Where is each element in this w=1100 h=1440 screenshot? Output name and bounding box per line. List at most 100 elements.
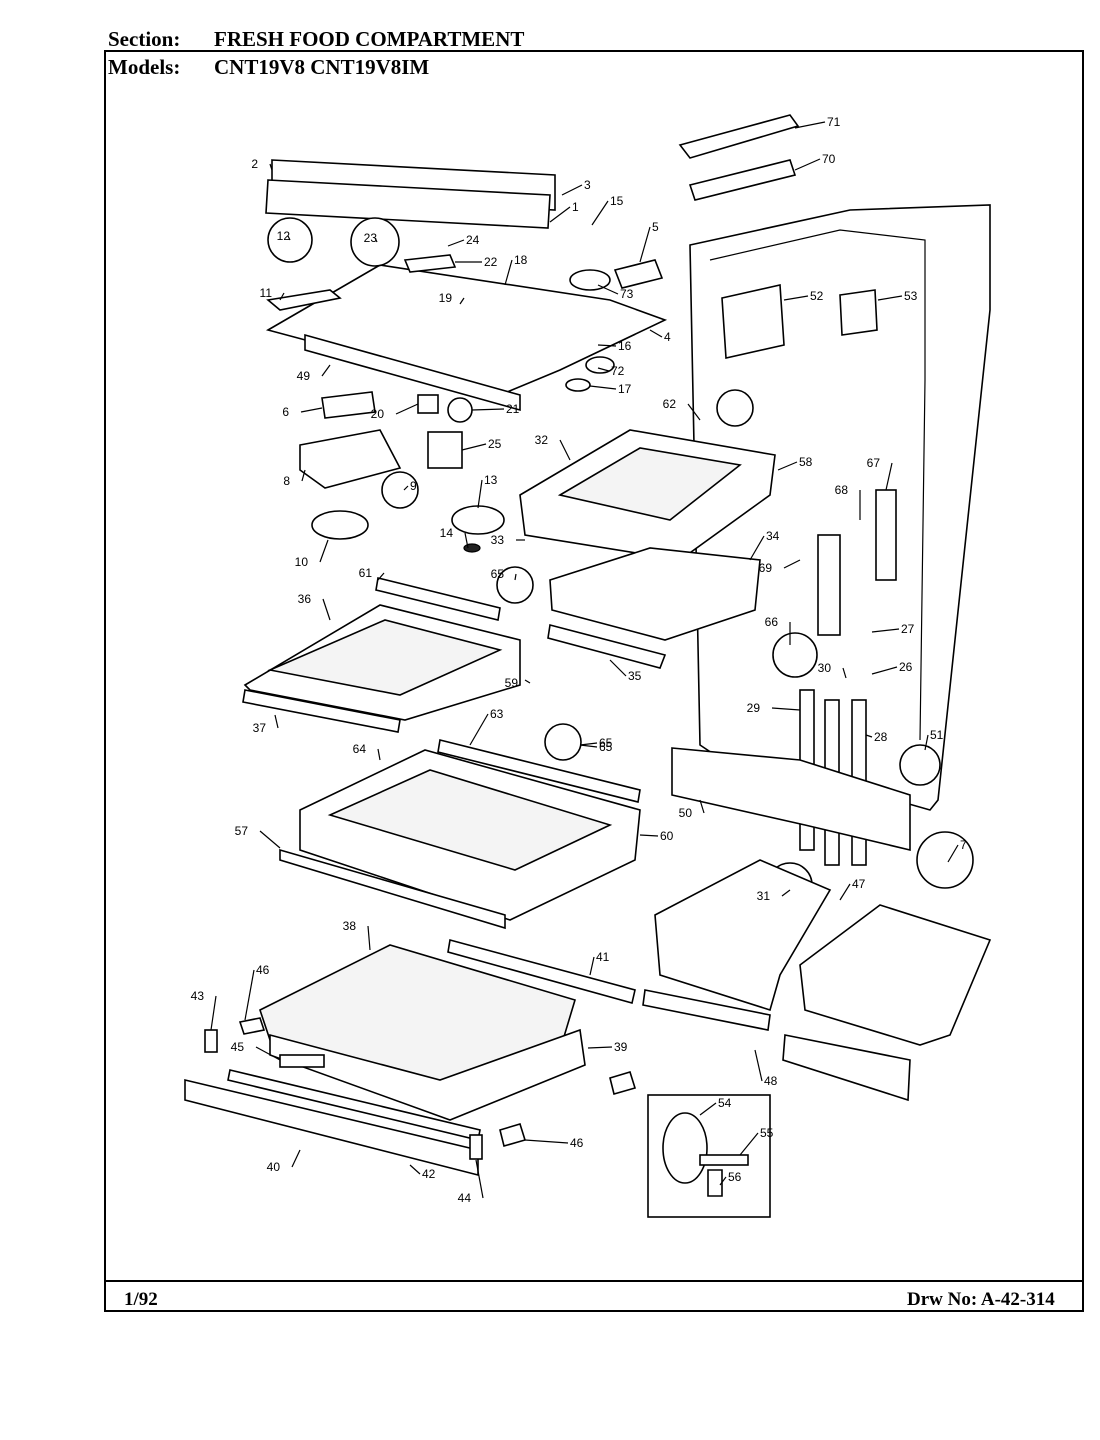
callout-9: 9: [410, 479, 417, 493]
leader-line-12: [287, 235, 291, 241]
leader-line-26: [871, 666, 898, 675]
shelf-trim-37: [242, 689, 401, 733]
knob-72: [585, 356, 615, 374]
leader-line-6: [300, 407, 323, 413]
callout-16: 16: [618, 339, 632, 353]
leader-line-65: [579, 742, 598, 746]
leader-line-31: [781, 889, 791, 897]
callout-55: 55: [760, 1126, 774, 1140]
callout-35: 35: [628, 669, 642, 683]
leader-line-65: [579, 744, 598, 748]
detail-circle-23: [350, 217, 400, 267]
callout-1: 1: [572, 200, 579, 214]
callout-73: 73: [620, 287, 634, 301]
callout-65: 65: [599, 740, 613, 754]
leader-line-21: [471, 408, 505, 411]
crisper-drawer-47b: [799, 904, 992, 1046]
leader-line-62: [687, 403, 701, 421]
models-label: Models:: [108, 55, 181, 79]
leader-line-32: [559, 439, 571, 461]
detail-circle-65a: [716, 389, 754, 427]
leader-line-38: [367, 925, 371, 951]
leader-line-27: [871, 628, 900, 633]
roller-54: [662, 1112, 708, 1184]
control-housing: [304, 333, 521, 412]
callout-6: 6: [282, 405, 289, 419]
bracket-44: [469, 1134, 483, 1160]
callout-44: 44: [458, 1191, 472, 1205]
ladder-rail-67: [875, 489, 897, 581]
leader-line-14: [464, 532, 469, 549]
damper-control-25: [427, 431, 463, 469]
leader-line-72: [597, 367, 610, 372]
bracket-46c: [499, 1123, 527, 1147]
callout-66: 66: [765, 615, 779, 629]
shelf-glass-32: [557, 447, 742, 521]
callout-19: 19: [439, 291, 453, 305]
detail-circle-66: [772, 632, 818, 678]
shelf-trim-61: [375, 577, 501, 621]
crisper-drawer-47a: [654, 859, 832, 1012]
callout-49: 49: [297, 369, 311, 383]
callout-14: 14: [440, 526, 454, 540]
leader-line-63: [469, 713, 489, 746]
leader-line-19: [459, 297, 465, 305]
leader-line-34: [749, 535, 765, 561]
leader-line-35: [609, 659, 627, 677]
leader-line-50: [699, 799, 705, 814]
meat-keeper-34: [549, 547, 761, 641]
callout-39: 39: [614, 1040, 628, 1054]
knob-ring-17: [565, 378, 591, 392]
leader-line-28: [865, 734, 873, 738]
callout-30: 30: [818, 661, 832, 675]
callout-70: 70: [822, 152, 836, 166]
callout-52: 52: [810, 289, 824, 303]
callout-20: 20: [371, 407, 385, 421]
leader-line-29: [771, 707, 801, 711]
leader-line-11: [279, 292, 285, 301]
shelf-glass-64: [327, 769, 613, 871]
crisper-slide-48b: [782, 1034, 911, 1102]
callout-36: 36: [298, 592, 312, 606]
liner-inner-edge: [709, 229, 926, 741]
callout-18: 18: [514, 253, 528, 267]
callout-17: 17: [618, 382, 632, 396]
leader-line-17: [589, 385, 617, 390]
callout-41: 41: [596, 950, 610, 964]
callout-59: 59: [505, 676, 519, 690]
callout-62: 62: [663, 397, 677, 411]
callout-10: 10: [295, 555, 309, 569]
leader-line-54: [699, 1102, 717, 1116]
callout-71: 71: [827, 115, 841, 129]
diagram-frame: [104, 50, 1084, 1312]
leader-line-2: [269, 163, 273, 171]
leader-line-64: [377, 748, 381, 761]
kick-grille-50: [671, 747, 911, 852]
callout-60: 60: [660, 829, 674, 843]
leader-line-52: [783, 295, 809, 301]
callout-23: 23: [364, 231, 378, 245]
leader-line-40: [291, 1149, 301, 1168]
drawing-date: 1/92: [124, 1289, 158, 1310]
leader-line-4: [649, 329, 663, 338]
section-title: FRESH FOOD COMPARTMENT: [214, 27, 525, 51]
callout-29: 29: [747, 701, 761, 715]
leader-line-71: [794, 121, 826, 129]
fan-pulley-73: [569, 269, 611, 291]
callout-5: 5: [652, 220, 659, 234]
ladder-rail-69: [817, 534, 841, 636]
callout-8: 8: [283, 474, 290, 488]
callout-72: 72: [611, 364, 625, 378]
crisper-cover-front-40: [184, 1078, 479, 1177]
leader-line-45: [255, 1046, 281, 1061]
bracket-22: [403, 254, 457, 273]
callout-25: 25: [488, 437, 502, 451]
leader-line-24: [447, 239, 465, 247]
detail-circle-9: [381, 471, 419, 509]
callout-13: 13: [484, 473, 498, 487]
leader-line-41: [589, 956, 595, 976]
section-label: Section:: [108, 27, 181, 51]
leader-line-56: [719, 1176, 727, 1186]
callout-57: 57: [235, 824, 249, 838]
detail-circle-65c: [544, 723, 582, 761]
